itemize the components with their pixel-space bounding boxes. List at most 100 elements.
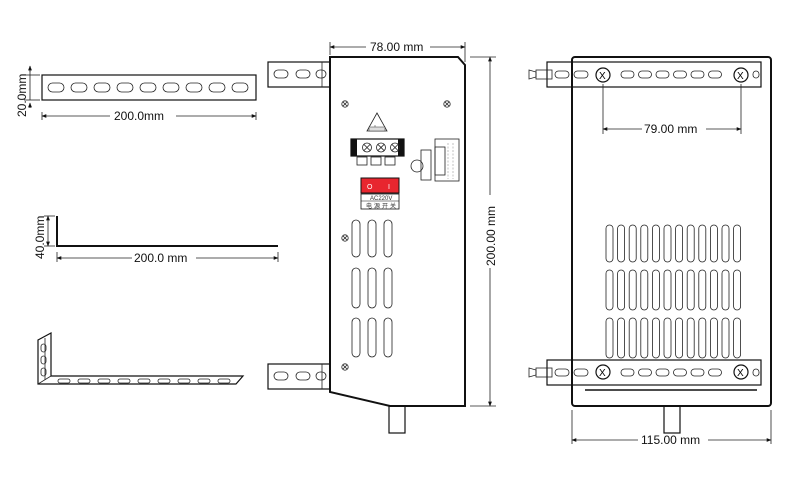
vent-slot bbox=[686, 317, 695, 359]
slot bbox=[40, 355, 47, 365]
vent-slot bbox=[383, 317, 393, 358]
vent-slot bbox=[698, 317, 707, 359]
slot bbox=[554, 70, 570, 79]
slot bbox=[231, 82, 249, 93]
terminal-block bbox=[350, 138, 405, 166]
slot bbox=[554, 368, 570, 377]
vent-slot bbox=[367, 317, 377, 358]
slot bbox=[655, 368, 670, 377]
slot bbox=[185, 82, 203, 93]
slot bbox=[673, 368, 687, 377]
slot bbox=[638, 368, 652, 377]
slot bbox=[77, 378, 91, 384]
screw-icon bbox=[341, 234, 349, 242]
vent-slot bbox=[698, 224, 707, 263]
slot bbox=[70, 82, 88, 93]
vent-slot bbox=[605, 269, 614, 311]
vent-slot bbox=[686, 269, 695, 311]
vent-slot bbox=[652, 317, 660, 359]
vent-slot bbox=[605, 224, 614, 263]
slot bbox=[117, 378, 131, 384]
slot bbox=[197, 378, 211, 384]
front-width-label: 78.00 mm bbox=[370, 40, 423, 54]
bracket-height-label: 20.0mm bbox=[15, 74, 29, 117]
slot bbox=[573, 70, 589, 79]
angle-side-view: 40.0mm 200.0 mm bbox=[33, 215, 279, 265]
switch-caption: 电源开关 bbox=[366, 202, 398, 210]
side-connector bbox=[434, 138, 460, 182]
vent-slot bbox=[733, 317, 741, 359]
terminal-screw-icon bbox=[376, 142, 386, 153]
vent-slot bbox=[721, 269, 730, 311]
slot bbox=[139, 82, 157, 93]
vent-slot bbox=[686, 224, 695, 263]
angle-bracket-perspective bbox=[37, 331, 245, 385]
top-back-bracket: X X bbox=[528, 61, 762, 88]
front-vent-slots bbox=[351, 219, 393, 358]
angle-height-label: 40.0mm bbox=[33, 216, 47, 259]
slot bbox=[620, 70, 635, 79]
bracket-length-label: 200.0mm bbox=[114, 109, 164, 123]
slot bbox=[177, 378, 191, 384]
front-cable-stub bbox=[388, 405, 406, 434]
slot bbox=[93, 82, 111, 93]
back-vent-slots bbox=[605, 224, 741, 359]
flat-bracket bbox=[41, 74, 257, 101]
back-cable-stub bbox=[663, 405, 681, 434]
power-switch[interactable]: O I AC220V 电源开关 bbox=[360, 177, 400, 210]
vent-slot bbox=[675, 224, 683, 263]
slot bbox=[47, 82, 65, 93]
slot bbox=[708, 368, 722, 377]
vent-slot bbox=[675, 269, 683, 311]
slot bbox=[638, 70, 652, 79]
vent-slot bbox=[710, 269, 718, 311]
vent-slot bbox=[640, 317, 649, 359]
terminal-screw-icon bbox=[362, 142, 372, 153]
slot bbox=[673, 70, 687, 79]
slot bbox=[690, 70, 705, 79]
slot bbox=[620, 368, 635, 377]
vent-slot bbox=[663, 224, 672, 263]
bottom-mount-ear bbox=[267, 363, 331, 390]
screw-icon bbox=[341, 363, 349, 371]
vent-slot bbox=[640, 269, 649, 311]
angle-profile bbox=[56, 216, 278, 247]
slot bbox=[573, 368, 589, 377]
switch-on-mark: I bbox=[388, 184, 390, 191]
hole-spacing-label: 79.00 mm bbox=[644, 122, 697, 136]
vent-slot bbox=[351, 267, 361, 309]
vent-slot bbox=[733, 224, 741, 263]
top-mount-ear bbox=[267, 61, 331, 88]
front-screws bbox=[341, 100, 451, 371]
vent-slot bbox=[617, 317, 625, 359]
vent-slot bbox=[652, 269, 660, 311]
vent-slot bbox=[617, 269, 625, 311]
slot bbox=[97, 378, 111, 384]
front-view: ! O I AC220V 电源开 bbox=[267, 40, 498, 434]
slot bbox=[137, 378, 151, 384]
vent-slot bbox=[628, 317, 637, 359]
flat-bracket-view: 20.0mm 200.0mm bbox=[15, 65, 257, 123]
screw-icon bbox=[341, 100, 349, 108]
slot bbox=[708, 70, 722, 79]
slot bbox=[116, 82, 134, 93]
back-view: X X X X 79.00 mm 115.00 mm bbox=[528, 56, 772, 447]
vent-slot bbox=[733, 269, 741, 311]
svg-text:X: X bbox=[599, 368, 606, 379]
vent-slot bbox=[383, 267, 393, 309]
front-body bbox=[329, 56, 466, 407]
terminal-screw-icon bbox=[390, 142, 400, 153]
slot bbox=[208, 82, 226, 93]
angle-length-label: 200.0 mm bbox=[134, 251, 187, 265]
warning-icon: ! bbox=[366, 112, 388, 132]
slot bbox=[40, 367, 47, 377]
vent-slot bbox=[663, 269, 672, 311]
vent-slot bbox=[351, 219, 361, 258]
front-height-label: 200.00 mm bbox=[484, 206, 498, 266]
vent-slot bbox=[721, 317, 730, 359]
slot bbox=[57, 378, 71, 384]
vent-slot bbox=[710, 224, 718, 263]
back-width-label: 115.00 mm bbox=[641, 433, 700, 447]
vent-slot bbox=[675, 317, 683, 359]
